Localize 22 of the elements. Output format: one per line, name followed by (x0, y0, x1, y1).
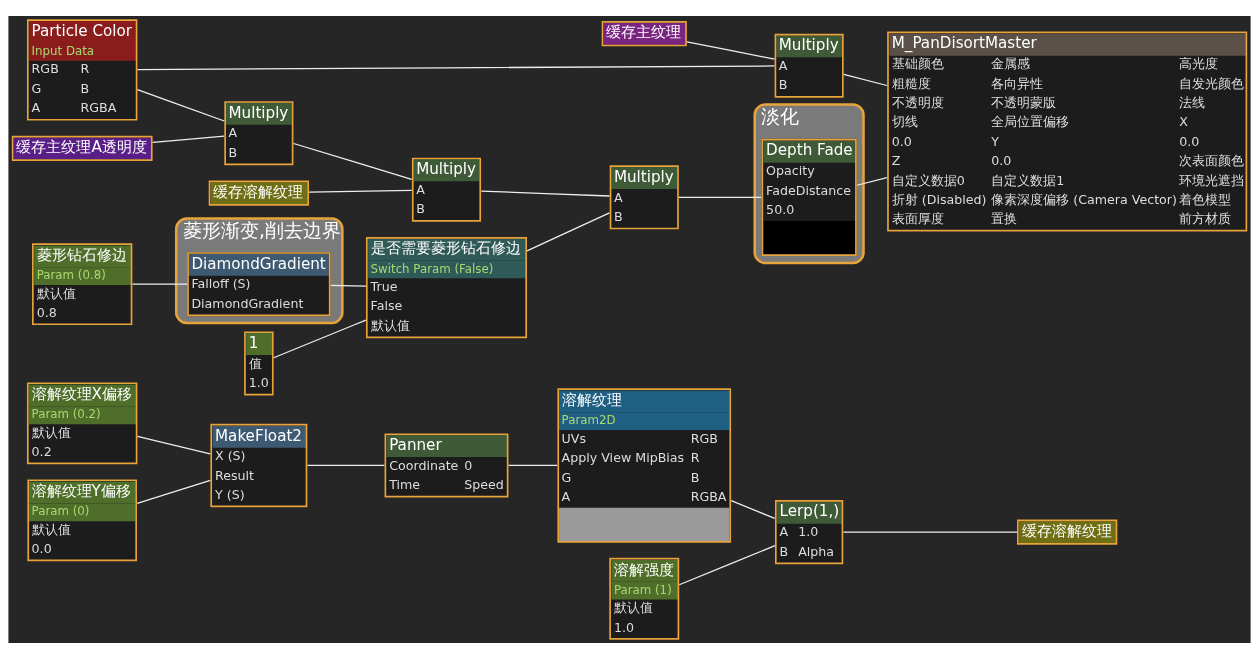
connector (330, 284, 367, 287)
connector (678, 545, 776, 586)
connector (507, 464, 558, 467)
connector (292, 142, 413, 181)
connector (136, 479, 211, 504)
connector (526, 212, 611, 252)
connector (843, 73, 888, 87)
connector (686, 41, 776, 60)
connector (131, 283, 188, 285)
connector (856, 176, 888, 186)
connector (480, 190, 611, 197)
connector (136, 435, 211, 455)
connector (308, 189, 413, 193)
connector (678, 196, 762, 198)
connector (136, 65, 775, 71)
connector (730, 500, 776, 520)
connector (136, 89, 225, 122)
connector (842, 531, 1018, 533)
connector (306, 464, 385, 467)
connector (273, 319, 367, 359)
connector (152, 135, 225, 143)
node-text: 缓存主纹理 (606, 23, 682, 42)
